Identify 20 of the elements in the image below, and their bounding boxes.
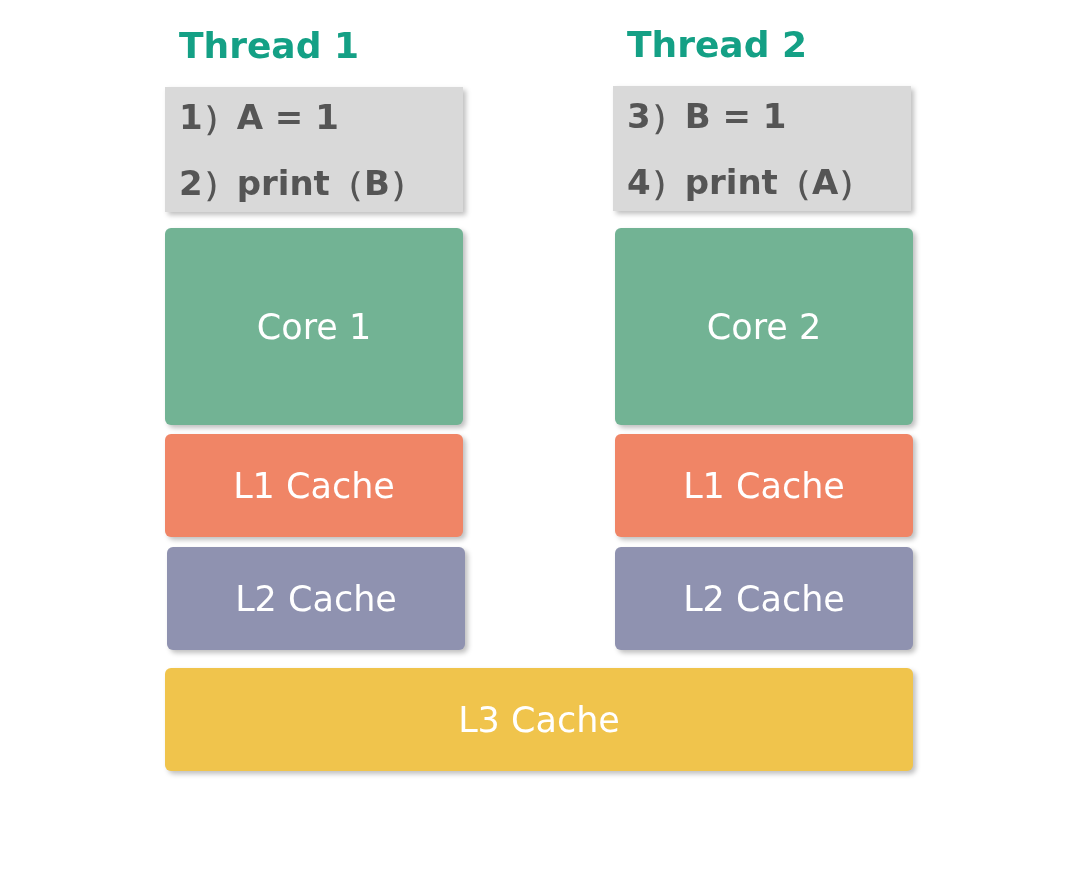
cache-block bbox=[167, 547, 465, 650]
cache-block bbox=[165, 668, 913, 771]
core-block bbox=[615, 228, 913, 425]
block-label: L1 Cache bbox=[683, 465, 845, 506]
block-label: Core 2 bbox=[706, 306, 822, 347]
cache-block bbox=[615, 434, 913, 537]
cache-block bbox=[615, 547, 913, 650]
block-label: Core 1 bbox=[256, 306, 372, 347]
core-block bbox=[165, 228, 463, 425]
block-label: L2 Cache bbox=[683, 578, 845, 619]
code-line: 3）B = 1 bbox=[627, 95, 787, 138]
thread-heading: Thread 2 bbox=[627, 24, 807, 65]
code-line: 2）print（B） bbox=[179, 162, 424, 205]
block-label: L3 Cache bbox=[458, 699, 620, 740]
block-label: L1 Cache bbox=[233, 465, 395, 506]
code-line: 4）print（A） bbox=[627, 161, 873, 204]
block-label: L2 Cache bbox=[235, 578, 397, 619]
thread-heading: Thread 1 bbox=[179, 25, 359, 66]
cache-block bbox=[165, 434, 463, 537]
code-line: 1）A = 1 bbox=[179, 96, 339, 139]
